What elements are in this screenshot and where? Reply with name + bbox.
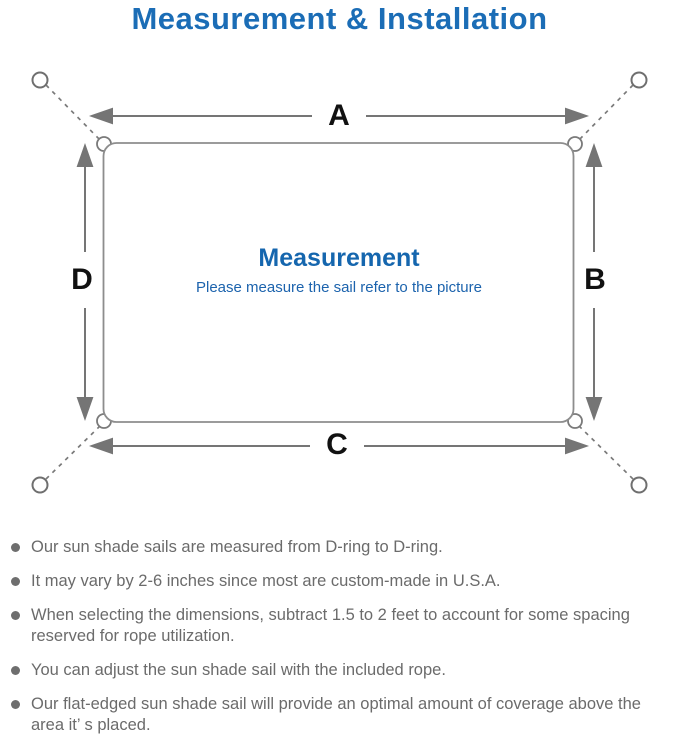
- arrow-b-head-top-icon: [585, 142, 603, 167]
- anchor-ring-bottom-left-icon: [31, 476, 49, 494]
- note-item: When selecting the dimensions, subtract …: [10, 605, 672, 647]
- rope-top-left: [45, 84, 103, 143]
- arrow-c-head-right-icon: [565, 437, 590, 455]
- page-title: Measurement & Installation: [131, 1, 548, 36]
- rope-bottom-left: [45, 423, 103, 480]
- rope-top-right: [576, 84, 634, 143]
- note-text: When selecting the dimensions, subtract …: [31, 606, 630, 645]
- sail-measurement-diagram: [31, 71, 648, 494]
- arrow-d-head-bottom-icon: [76, 397, 94, 422]
- arrow-a-head-right-icon: [565, 107, 590, 125]
- sail-center-caption: Measurement Please measure the sail refe…: [104, 245, 574, 297]
- note-text: Our sun shade sails are measured from D-…: [31, 538, 443, 556]
- dimension-label-d: D: [63, 252, 101, 308]
- arrow-c-head-left-icon: [88, 437, 113, 455]
- sail-outline: [102, 142, 575, 423]
- dimension-label-a: A: [312, 97, 366, 135]
- anchor-rings: [31, 71, 648, 494]
- bullet-icon: [11, 666, 20, 675]
- dimension-label-b: B: [576, 252, 614, 308]
- note-text: It may vary by 2-6 inches since most are…: [31, 572, 501, 590]
- arrow-d-head-top-icon: [76, 142, 94, 167]
- center-caption-subtitle: Please measure the sail refer to the pic…: [196, 279, 482, 296]
- center-caption-title: Measurement: [258, 244, 420, 272]
- rope-bottom-right: [576, 423, 634, 480]
- bullet-icon: [11, 700, 20, 709]
- anchor-ring-bottom-right-icon: [630, 476, 648, 494]
- anchor-ring-top-right-icon: [630, 71, 648, 89]
- note-item: It may vary by 2-6 inches since most are…: [10, 571, 672, 592]
- bullet-icon: [11, 611, 20, 620]
- note-item: Our flat-edged sun shade sail will provi…: [10, 694, 672, 736]
- anchor-rope-dashed-lines: [45, 84, 634, 480]
- measurement-notes-list: Our sun shade sails are measured from D-…: [10, 537, 672, 739]
- note-text: Our flat-edged sun shade sail will provi…: [31, 695, 641, 734]
- arrow-b-head-bottom-icon: [585, 397, 603, 422]
- note-item: You can adjust the sun shade sail with t…: [10, 660, 672, 681]
- note-item: Our sun shade sails are measured from D-…: [10, 537, 672, 558]
- arrow-a-head-left-icon: [88, 107, 113, 125]
- bullet-icon: [11, 543, 20, 552]
- bullet-icon: [11, 577, 20, 586]
- anchor-ring-top-left-icon: [31, 71, 49, 89]
- note-text: You can adjust the sun shade sail with t…: [31, 661, 446, 679]
- dimension-label-c: C: [310, 426, 364, 464]
